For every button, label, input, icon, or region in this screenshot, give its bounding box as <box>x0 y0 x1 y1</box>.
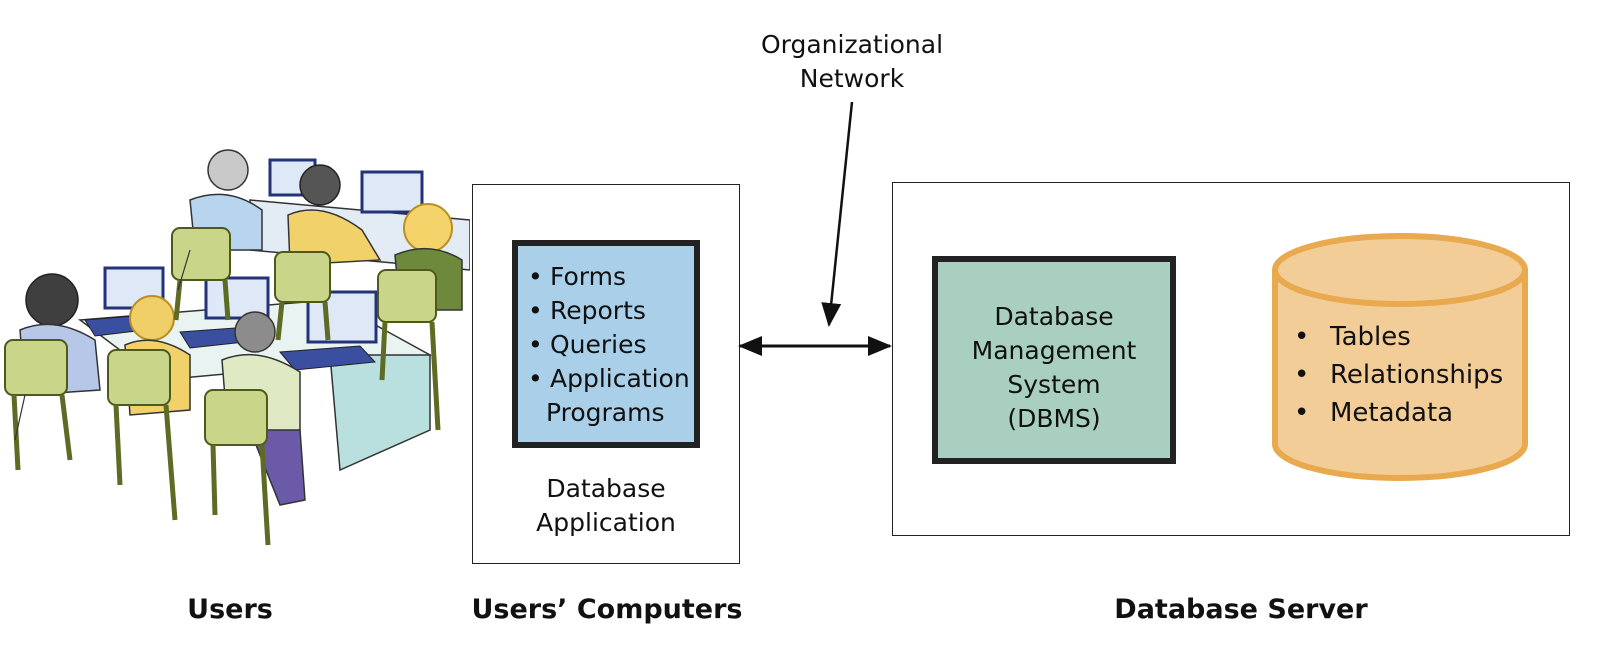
application-items: Forms Reports Queries Application <box>528 260 694 396</box>
label-users: Users <box>187 594 273 625</box>
dbms-box: Database Management System (DBMS) <box>932 256 1176 464</box>
app-item-reports: Reports <box>528 294 694 328</box>
app-item-forms: Forms <box>528 260 694 294</box>
network-pointer-arrow <box>821 101 854 327</box>
app-item-queries: Queries <box>528 328 694 362</box>
db-item-tables: Tables <box>1294 318 1503 356</box>
dbms-line-3: System <box>1007 370 1101 399</box>
app-caption-line-2: Application <box>536 508 676 537</box>
app-item-application: Application <box>528 362 694 396</box>
label-users-computers: Users’ Computers <box>471 594 743 625</box>
users-illustration <box>4 149 470 546</box>
database-application-box: Forms Reports Queries Application Progra… <box>512 240 700 448</box>
database-contents: Tables Relationships Metadata <box>1294 318 1503 432</box>
label-database-server: Database Server <box>1114 594 1368 625</box>
network-label-line-1: Organizational <box>760 30 944 59</box>
dbms-line-1: Database <box>994 302 1114 331</box>
app-caption-line-1: Database <box>546 474 666 503</box>
db-item-relationships: Relationships <box>1294 356 1503 394</box>
dbms-line-4: (DBMS) <box>1007 404 1101 433</box>
network-label-line-2: Network <box>799 64 905 93</box>
app-caption: Database Application <box>472 472 740 540</box>
dbms-line-2: Management <box>971 336 1137 365</box>
db-item-metadata: Metadata <box>1294 394 1503 432</box>
app-item-programs: Programs <box>546 398 665 427</box>
network-label: Organizational Network <box>742 28 962 96</box>
